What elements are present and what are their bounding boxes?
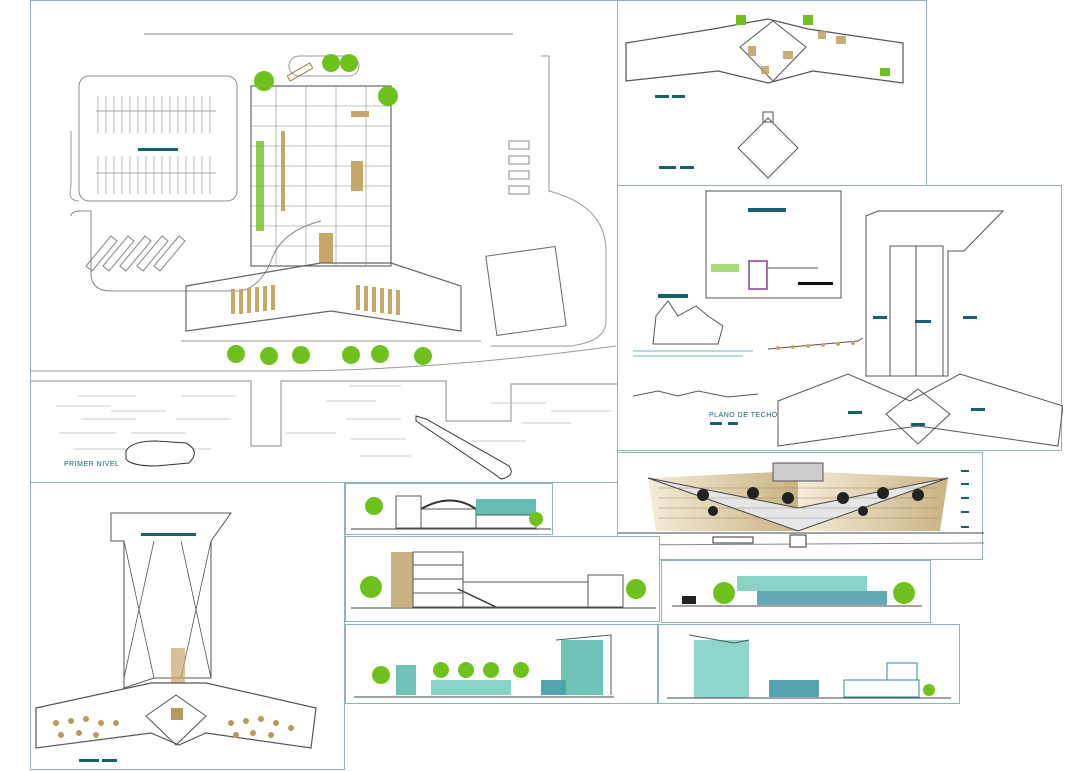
front-elevation-drawing <box>618 462 984 548</box>
section-b-drawing <box>351 551 656 609</box>
elevation-c-drawing <box>672 576 922 607</box>
site-plan-sheet: PRIMER NIVEL <box>30 0 619 483</box>
front-elevation-sheet <box>617 452 984 560</box>
third-floor-drawing <box>35 512 317 762</box>
site-plan-drawing <box>31 33 619 480</box>
elevation-c-sheet <box>661 560 931 623</box>
section-b-sheet <box>345 536 660 622</box>
elevation-d-sheet <box>345 624 658 704</box>
roof-plan-sheet: PLANO DE TECHO <box>617 185 1063 451</box>
elevation-e-drawing <box>667 634 951 699</box>
elevation-d-drawing <box>354 634 614 698</box>
scale-tag <box>728 422 738 425</box>
scale-tag <box>710 422 722 425</box>
second-floor-drawing <box>625 15 904 179</box>
primer-nivel-title: PRIMER NIVEL <box>64 461 120 468</box>
elevation-a-sheet <box>345 483 553 535</box>
elevation-e-sheet <box>658 624 960 704</box>
third-floor-sheet <box>30 482 345 770</box>
roof-plan-drawing <box>632 190 1063 447</box>
second-floor-sheet <box>617 0 927 186</box>
elevation-a-drawing <box>351 495 551 530</box>
plano-de-techo-title: PLANO DE TECHO <box>709 412 778 419</box>
